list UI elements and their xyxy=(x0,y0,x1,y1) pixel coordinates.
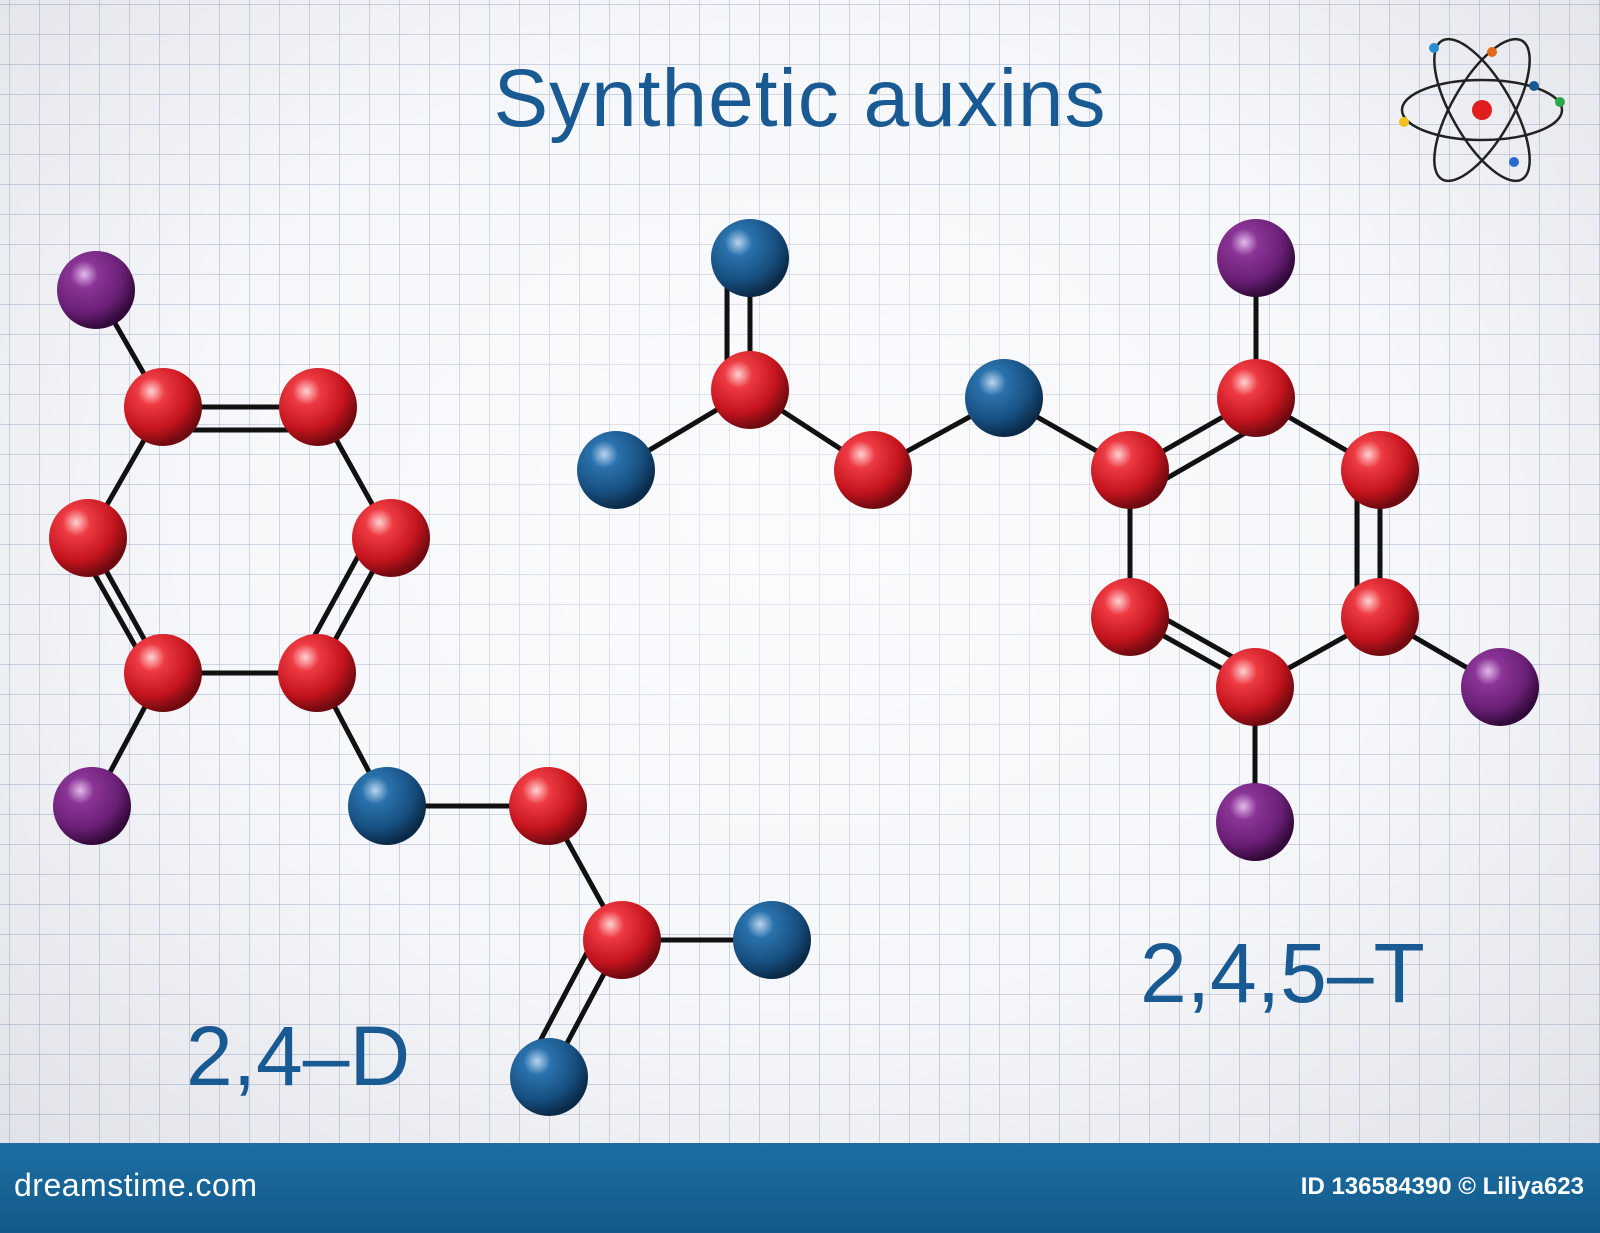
label-2-4-5-t: 2,4,5–T xyxy=(1140,926,1425,1020)
chlorine-atom xyxy=(53,767,131,845)
oxygen-atom xyxy=(577,431,655,509)
molecule-245t-bonds xyxy=(613,255,1503,825)
carbon-atom xyxy=(834,431,912,509)
carbon-atom xyxy=(124,634,202,712)
carbon-atom xyxy=(49,499,127,577)
carbon-atom xyxy=(583,901,661,979)
carbon-atom xyxy=(1216,648,1294,726)
carbon-atom xyxy=(1217,359,1295,437)
oxygen-atom xyxy=(510,1038,588,1116)
oxygen-atom xyxy=(965,359,1043,437)
carbon-atom xyxy=(279,368,357,446)
carbon-atom xyxy=(278,634,356,712)
molecule-diagram xyxy=(49,219,1539,1116)
page-title: Synthetic auxins xyxy=(493,53,1107,144)
carbon-atom xyxy=(1091,431,1169,509)
atom-icon xyxy=(1399,37,1565,183)
carbon-atom xyxy=(509,767,587,845)
oxygen-atom xyxy=(348,767,426,845)
footer-credit: ID 136584390 © Liliya623 xyxy=(1300,1173,1584,1200)
carbon-atom xyxy=(1341,578,1419,656)
chlorine-atom xyxy=(1461,648,1539,726)
carbon-atom xyxy=(1341,431,1419,509)
label-2-4-d: 2,4–D xyxy=(186,1009,411,1103)
footer-brand[interactable]: dreamstime.com xyxy=(14,1167,258,1203)
oxygen-atom xyxy=(733,901,811,979)
carbon-atom xyxy=(352,499,430,577)
carbon-atom xyxy=(1091,578,1169,656)
oxygen-atom xyxy=(711,219,789,297)
chlorine-atom xyxy=(1217,219,1295,297)
molecule-24d-atoms xyxy=(49,251,811,1116)
carbon-atom xyxy=(711,351,789,429)
chlorine-atom xyxy=(1216,783,1294,861)
molecule-245t-atoms xyxy=(577,219,1539,861)
footer-bar: dreamstime.com ID 136584390 © Liliya623 xyxy=(0,1143,1600,1233)
carbon-atom xyxy=(124,368,202,446)
chlorine-atom xyxy=(57,251,135,329)
